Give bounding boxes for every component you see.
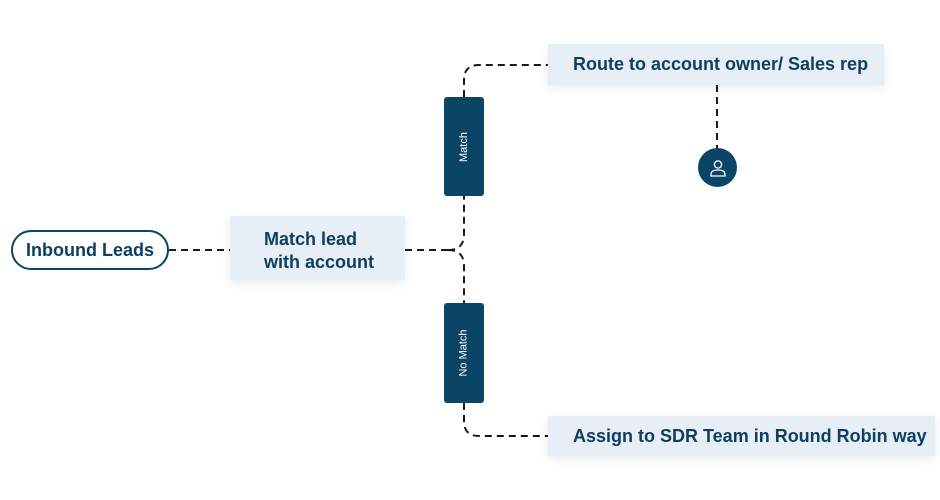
match-branch-tag: Match (444, 97, 484, 196)
match-lead-label-line2: with account (264, 252, 375, 272)
owner-avatar (698, 148, 737, 187)
inbound-leads-node: Inbound Leads (11, 230, 169, 270)
match-lead-step: Match lead with account (230, 216, 405, 280)
no-match-branch-tag: No Match (444, 303, 484, 403)
connector-junction-up (447, 196, 465, 251)
match-branch-label: Match (458, 131, 470, 162)
route-to-owner-label: Route to account owner/ Sales rep (573, 54, 869, 74)
connector-nomatch-to-assign (463, 403, 548, 437)
connector-match-to-route (463, 64, 548, 97)
connector-junction-down (447, 249, 465, 303)
assign-sdr-step: Assign to SDR Team in Round Robin way (548, 416, 935, 456)
match-lead-label-line1: Match lead (264, 229, 358, 249)
assign-sdr-label: Assign to SDR Team in Round Robin way (573, 425, 927, 446)
inbound-leads-label: Inbound Leads (26, 239, 154, 260)
no-match-branch-label: No Match (458, 329, 471, 377)
route-to-owner-step: Route to account owner/ Sales rep (548, 44, 884, 85)
user-icon (709, 159, 726, 177)
